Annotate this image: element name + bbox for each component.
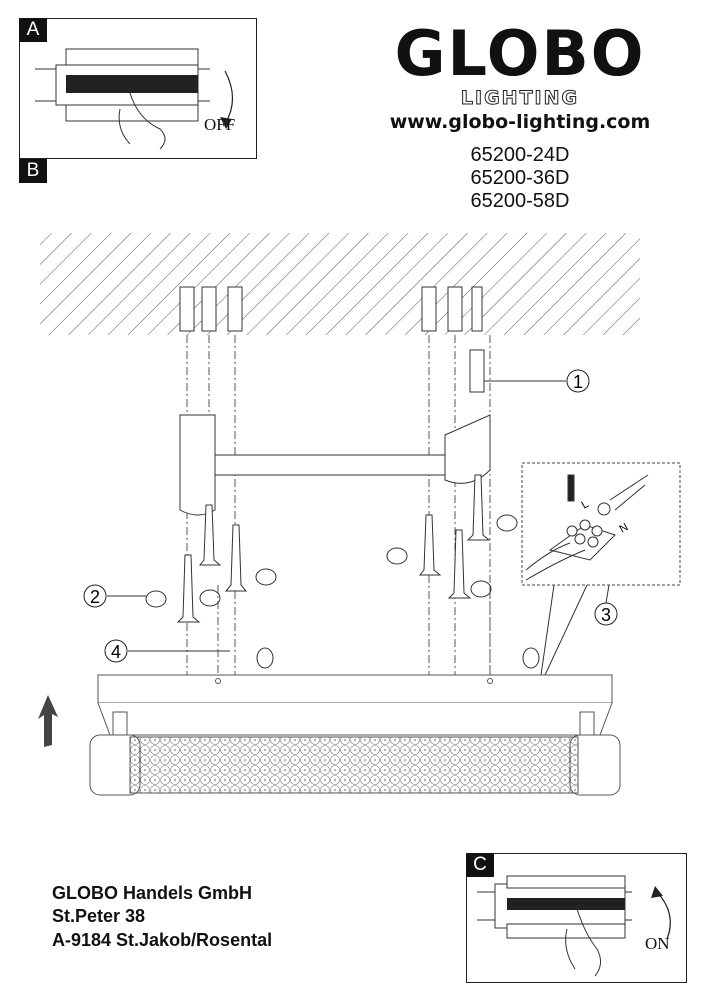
terminal-block-detail <box>521 462 681 586</box>
rotation-icons <box>145 514 540 669</box>
brand-logo: GLOBO <box>394 17 646 90</box>
panel-c-caption: ON <box>645 934 670 953</box>
installation-diagram: 1 2 4 L N 3 <box>38 233 681 796</box>
screws <box>176 474 491 623</box>
wall-plugs <box>179 286 485 393</box>
ceiling <box>40 233 640 335</box>
up-arrow-icon <box>38 695 58 747</box>
website-url: www.globo-lighting.com <box>389 111 651 133</box>
panel-a-caption: OFF <box>204 115 236 134</box>
breaker-hand-off-illustration <box>35 48 234 150</box>
mounting-bracket <box>179 414 491 516</box>
company-street: St.Peter 38 <box>52 906 146 926</box>
lamp-canopy <box>97 674 613 743</box>
panel-a-switch-off: A OFF <box>19 18 257 159</box>
breaker-hand-on-illustration <box>477 875 671 977</box>
panel-b-tag: B <box>19 159 47 183</box>
callout-1: 1 <box>573 372 583 392</box>
callout-4: 4 <box>111 642 121 662</box>
wire-live-label: L <box>580 498 591 511</box>
panel-a-tag: A <box>19 18 47 42</box>
model-number: 65200-24D <box>470 144 570 166</box>
brand-sub: LIGHTING <box>460 87 580 109</box>
company-city: A-9184 St.Jakob/Rosental <box>52 930 273 950</box>
lamp-tube <box>89 734 621 796</box>
callout-3: 3 <box>601 605 611 625</box>
model-number: 65200-36D <box>470 167 570 189</box>
panel-c-tag: C <box>466 853 494 877</box>
model-number: 65200-58D <box>470 190 570 212</box>
panel-c-switch-on: C ON <box>466 853 687 983</box>
callout-2: 2 <box>90 587 100 607</box>
company-name: GLOBO Handels GmbH <box>52 883 253 903</box>
